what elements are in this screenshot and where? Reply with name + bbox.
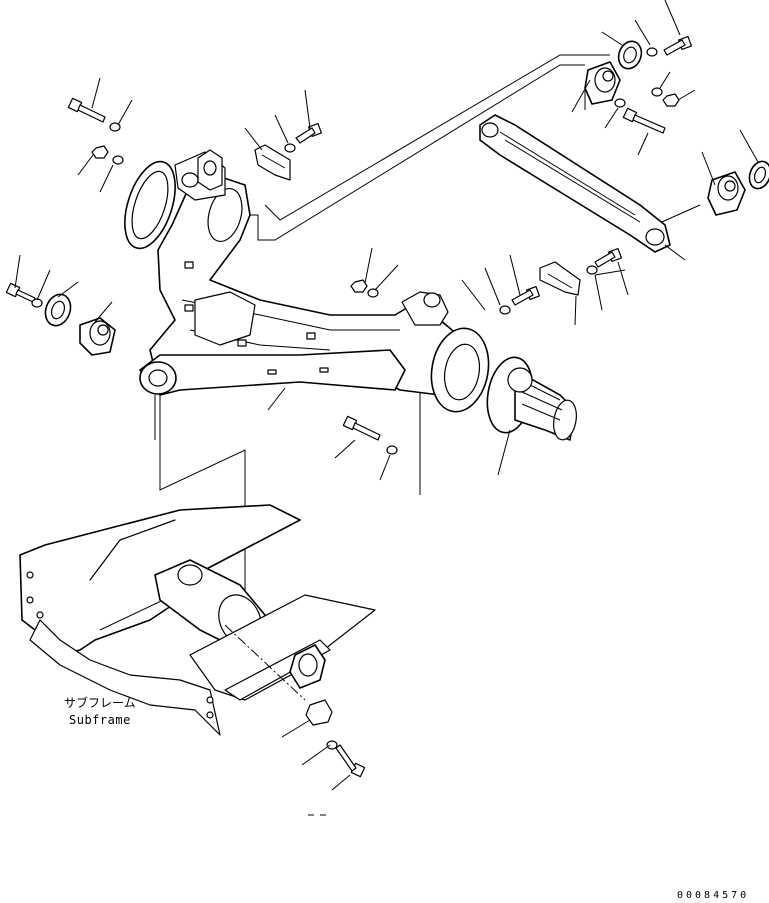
right-flange [425,324,495,416]
bolt [623,108,665,133]
center-lines [225,625,305,700]
bolt [336,745,365,777]
ring-plates [41,38,769,329]
bolt [512,287,539,305]
bolt [595,249,621,267]
washers-nuts [32,48,679,749]
bolt [68,98,105,122]
drawing-code: 00084570 [677,890,749,901]
axle-shaft [482,354,580,442]
bushing-upper [585,62,620,104]
bushing-left [80,318,115,355]
bolt [343,416,380,440]
subframe-label-english: Subframe [69,713,131,727]
axle-housing [115,150,470,395]
cable-clips [255,145,580,295]
connection-lines [155,55,700,640]
bolt [664,37,691,55]
leader-lines [15,0,758,790]
subframe-label-japanese: サブフレーム [64,695,136,710]
bolt [296,124,321,143]
bolts [6,37,691,777]
torque-link [480,115,670,252]
subframe [20,505,375,735]
bushing-right [708,172,745,215]
bolt [6,283,35,302]
